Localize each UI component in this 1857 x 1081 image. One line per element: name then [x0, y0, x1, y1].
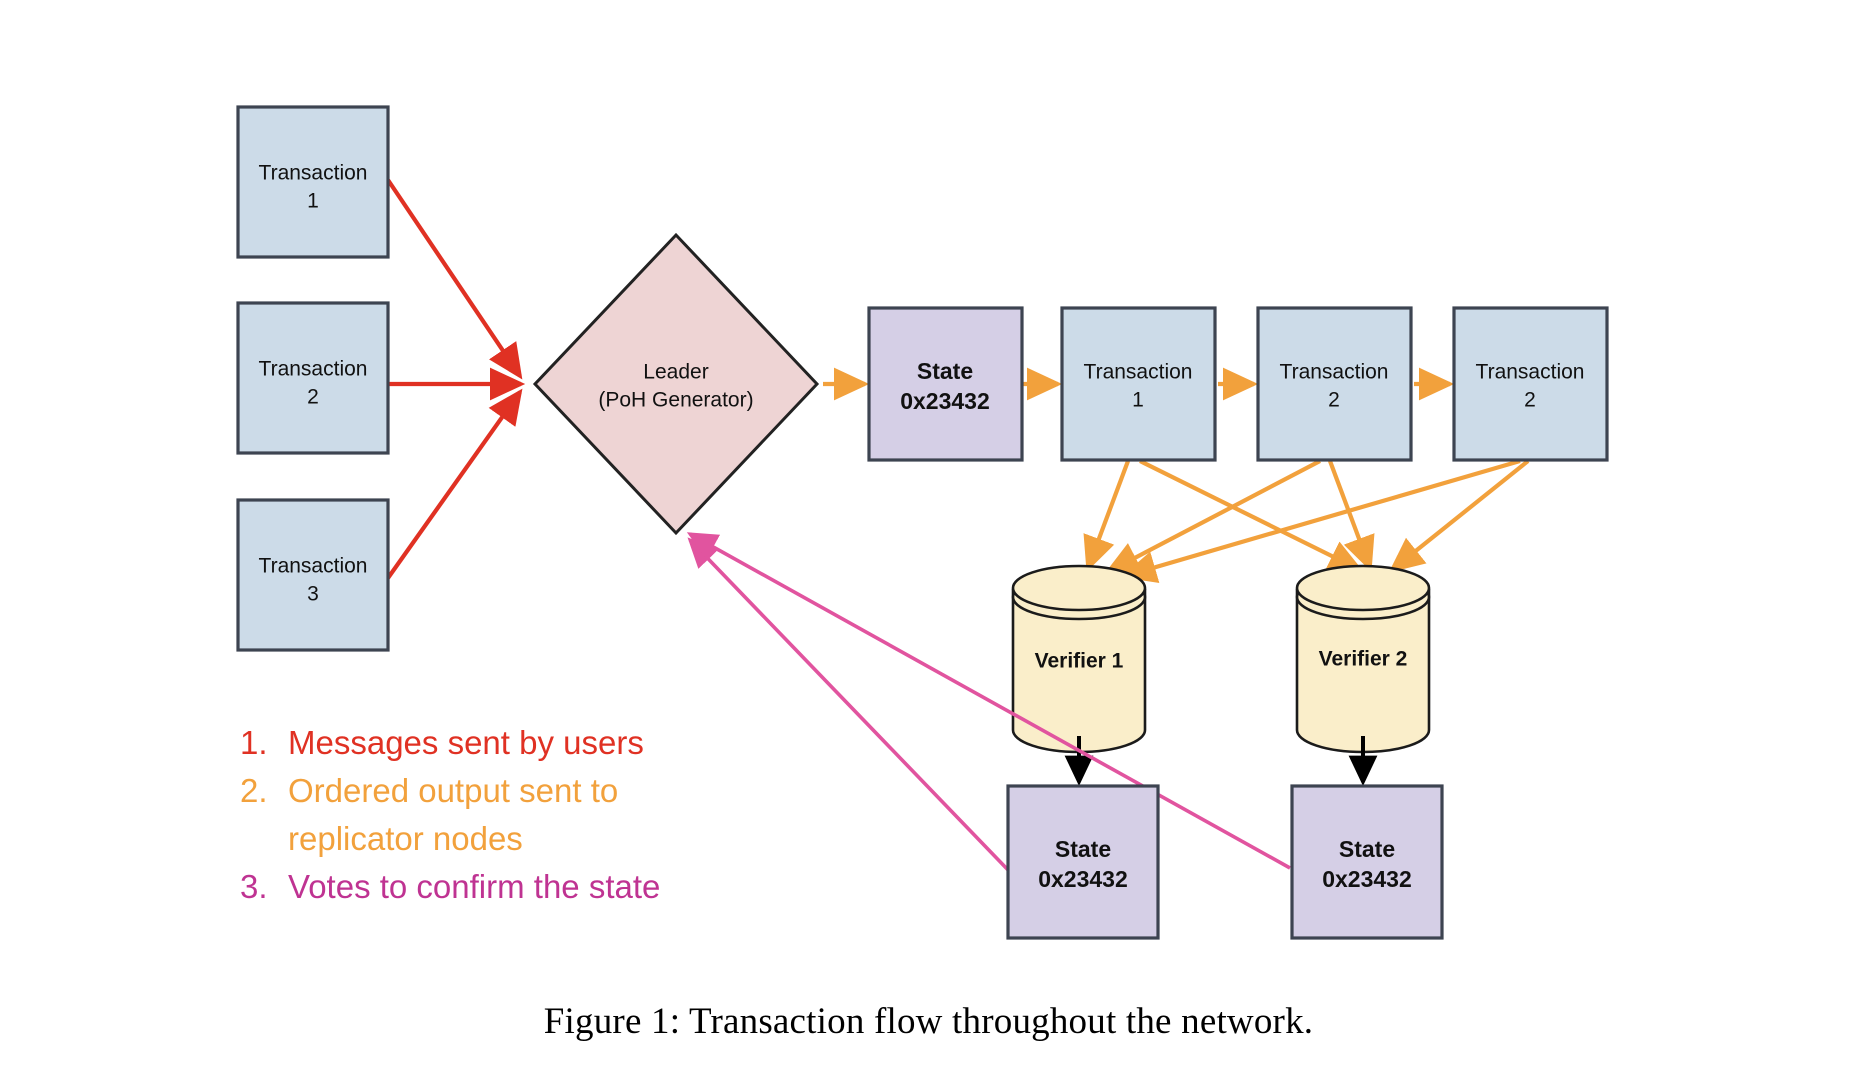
- vote-arrows-group: [686, 532, 1291, 874]
- legend-item-3-number: 3.: [240, 868, 268, 905]
- ledger-entry-1-line2: 1: [1132, 389, 1144, 412]
- ledger-entry-box-2[interactable]: Transaction 2: [1256, 306, 1413, 462]
- figure-caption: Figure 1: Transaction flow throughout th…: [543, 1001, 1314, 1042]
- arrow-state-1-vote-to-leader: [687, 537, 1012, 874]
- ledger-entry-box-1[interactable]: Transaction 1: [1060, 306, 1217, 462]
- legend-item-2-text-line2: replicator nodes: [288, 820, 523, 857]
- arrow-state-2-vote-to-leader: [686, 532, 1291, 870]
- arrow-transaction-1-to-leader: [386, 178, 523, 380]
- input-transaction-box-3[interactable]: Transaction 3: [236, 498, 390, 652]
- input-transaction-1-line1: Transaction: [259, 162, 368, 185]
- legend-group: 1. Messages sent by users 2. Ordered out…: [240, 724, 660, 905]
- verified-states-group: State 0x23432 State 0x23432: [1006, 784, 1444, 940]
- arrow-entry-3-to-verifier-1: [1120, 458, 1521, 584]
- arrow-entry-2-to-verifier-1: [1104, 459, 1321, 574]
- arrow-entry-1-to-verifier-1: [1083, 460, 1130, 572]
- input-transaction-1-line2: 1: [307, 190, 319, 213]
- verifier-2-label: Verifier 2: [1319, 648, 1408, 671]
- ledger-entry-1-line1: Transaction: [1084, 361, 1193, 384]
- legend-item-2-text-line1: Ordered output sent to: [288, 772, 618, 809]
- verified-state-1-line1: State: [1055, 836, 1111, 862]
- leader-label-line2: (PoH Generator): [598, 389, 753, 412]
- ledger-entry-3-line2: 2: [1524, 389, 1536, 412]
- verified-state-box-2[interactable]: State 0x23432: [1290, 784, 1444, 940]
- ledger-entry-2-line1: Transaction: [1280, 361, 1389, 384]
- input-transaction-2-line1: Transaction: [259, 358, 368, 381]
- legend-item-2-number: 2.: [240, 772, 268, 809]
- ledger-entry-box-3[interactable]: Transaction 2: [1452, 306, 1609, 462]
- verifier-1-node[interactable]: Verifier 1: [1011, 564, 1147, 754]
- verified-state-box-1[interactable]: State 0x23432: [1006, 784, 1160, 940]
- ledger-state-line1: State: [917, 358, 973, 384]
- leader-label-line1: Leader: [643, 361, 708, 384]
- ledger-entry-2-line2: 2: [1328, 389, 1340, 412]
- legend-item-3-text: Votes to confirm the state: [288, 868, 660, 905]
- legend-item-2: 2. Ordered output sent to replicator nod…: [240, 772, 618, 857]
- input-transaction-3-line2: 3: [307, 583, 319, 606]
- input-transaction-3-line1: Transaction: [259, 555, 368, 578]
- legend-item-1-text: Messages sent by users: [288, 724, 644, 761]
- legend-item-3: 3. Votes to confirm the state: [240, 868, 660, 905]
- verifier-2-node[interactable]: Verifier 2: [1295, 564, 1431, 754]
- verifier-to-state-arrows-group: [1064, 736, 1378, 787]
- arrow-entry-2-to-verifier-2: [1328, 460, 1375, 572]
- leader-node[interactable]: Leader (PoH Generator): [532, 232, 820, 536]
- arrow-entry-3-to-verifier-2: [1388, 459, 1530, 573]
- verifier-1-label: Verifier 1: [1035, 650, 1124, 673]
- ordered-output-arrows-group: [823, 367, 1530, 584]
- input-transactions-group: Transaction 1 Transaction 2 Transaction …: [236, 105, 390, 652]
- ledger-entry-3-line1: Transaction: [1476, 361, 1585, 384]
- input-transaction-2-line2: 2: [307, 386, 319, 409]
- arrow-transaction-3-to-leader: [386, 388, 523, 580]
- legend-item-1-number: 1.: [240, 724, 268, 761]
- ledger-state-box[interactable]: State 0x23432: [867, 306, 1024, 462]
- verified-state-2-line1: State: [1339, 836, 1395, 862]
- verified-state-2-line2: 0x23432: [1322, 866, 1412, 892]
- arrow-entry-1-to-verifier-2: [1139, 459, 1364, 572]
- messages-arrows-group: [386, 178, 526, 580]
- ledger-state-line2: 0x23432: [900, 388, 990, 414]
- verified-state-1-line2: 0x23432: [1038, 866, 1128, 892]
- legend-item-1: 1. Messages sent by users: [240, 724, 644, 761]
- ledger-group: State 0x23432 Transaction 1 Transaction …: [867, 306, 1609, 462]
- input-transaction-box-2[interactable]: Transaction 2: [236, 301, 390, 455]
- input-transaction-box-1[interactable]: Transaction 1: [236, 105, 390, 259]
